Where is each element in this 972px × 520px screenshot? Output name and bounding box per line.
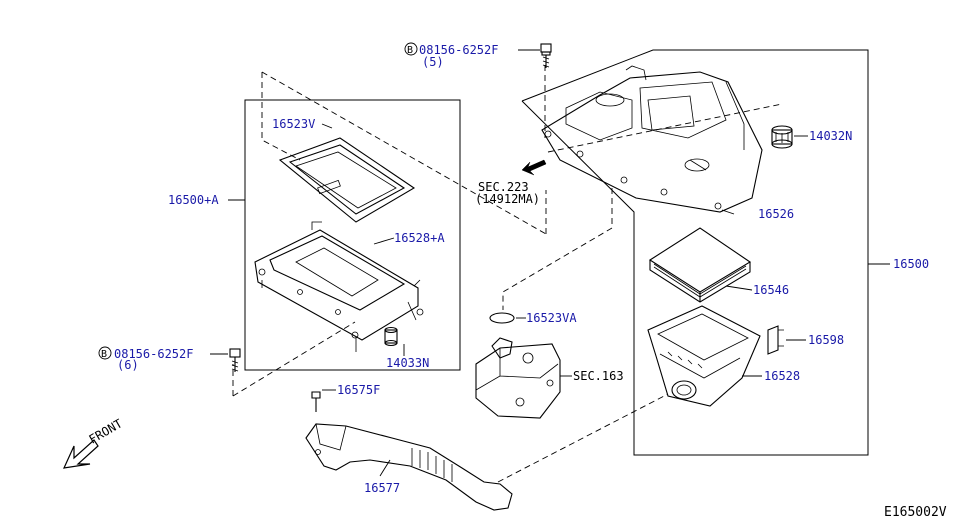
leader-lines [210, 49, 890, 477]
label-16523v: 16523V [272, 117, 315, 131]
label-14033n: 14033N [386, 356, 429, 370]
diagram-id: E165002V [884, 505, 947, 520]
upper-housing-16526-drawing [541, 65, 763, 213]
clip-16598-drawing [767, 325, 784, 355]
label-sec223: SEC.223 [478, 180, 529, 194]
o-ring-16523va-drawing [489, 312, 515, 324]
bolt-ref-symbol-left: B [101, 349, 107, 360]
sec223-direction-arrow [521, 159, 547, 176]
grommet-14032n-drawing [771, 125, 793, 149]
throttle-body-sec163-drawing [475, 337, 561, 419]
label-16528: 16528 [764, 369, 800, 383]
dashed-guide-14032n [547, 103, 783, 153]
label-16546: 16546 [753, 283, 789, 297]
dashed-guide-left-top [261, 72, 301, 161]
front-label: FRONT [87, 416, 125, 446]
dashed-guide-bolt-left [232, 321, 356, 397]
bolt-ref-symbol-top: B [407, 45, 413, 56]
label-bolt-left-qty: (6) [117, 358, 139, 372]
label-16526: 16526 [758, 207, 794, 221]
dashed-guide-long [261, 71, 547, 235]
grommet-14033n-drawing [384, 326, 398, 347]
assembly-frame-16500 [521, 49, 869, 456]
label-16575f: 16575F [337, 383, 380, 397]
label-16523va: 16523VA [526, 311, 577, 325]
bolt-icon-top [540, 43, 552, 68]
bolt-ref-circle-left: B [98, 346, 112, 360]
bolt-icon-left [229, 348, 241, 372]
label-bolt-left-part: 08156-6252F [114, 347, 193, 361]
front-arrow-icon [62, 439, 99, 469]
label-14032n: 14032N [809, 129, 852, 143]
label-16577: 16577 [364, 481, 400, 495]
filter-16546-drawing [648, 227, 752, 303]
cover-16528a-drawing [254, 221, 424, 352]
label-bolt-top-part: 08156-6252F [419, 43, 498, 57]
dashed-guide-sec163 [502, 188, 613, 310]
label-16598: 16598 [808, 333, 844, 347]
label-bolt-top-qty: (5) [422, 55, 444, 69]
gasket-16523v-drawing [278, 137, 416, 223]
label-sec163: SEC.163 [573, 369, 624, 383]
duct-16577-drawing [305, 391, 513, 511]
bolt-ref-circle-top: B [404, 42, 418, 56]
label-sec223-sub: (14912MA) [475, 192, 540, 206]
assembly-frame-16500a [244, 99, 461, 371]
label-16500: 16500 [893, 257, 929, 271]
lower-housing-16528-drawing [647, 305, 761, 407]
label-16500a: 16500+A [168, 193, 219, 207]
label-16528a: 16528+A [394, 231, 445, 245]
dashed-guide-duct [497, 393, 669, 483]
